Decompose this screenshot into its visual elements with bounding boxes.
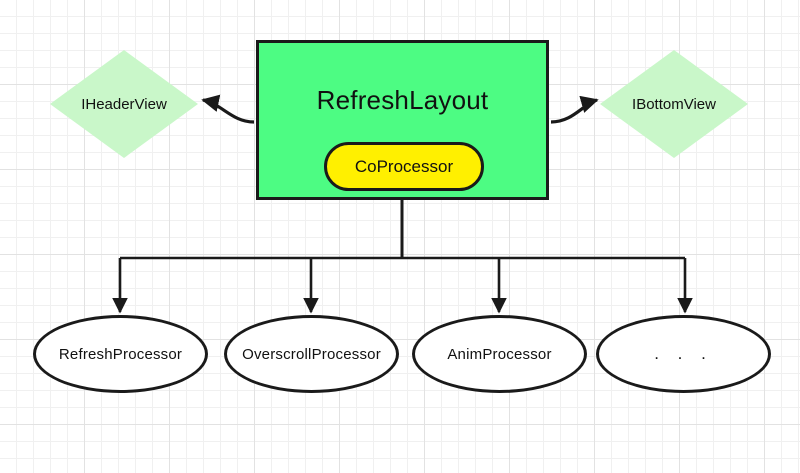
node-coprocessor[interactable]: CoProcessor (324, 142, 484, 191)
node-bottom-view-label: IBottomView (632, 95, 716, 113)
node-bottom-view[interactable]: IBottomView (600, 50, 748, 158)
edge-to-header-view (201, 94, 255, 124)
node-more-processors[interactable]: . . . (596, 315, 771, 393)
node-coprocessor-label: CoProcessor (354, 156, 454, 176)
node-refresh-processor-label: RefreshProcessor (58, 345, 183, 363)
node-refresh-processor[interactable]: RefreshProcessor (33, 315, 208, 393)
node-header-view-label: IHeaderView (81, 95, 167, 113)
node-more-processors-label: . . . (654, 344, 713, 363)
node-overscroll-processor-label: OverscrollProcessor (242, 345, 381, 363)
node-overscroll-processor[interactable]: OverscrollProcessor (224, 315, 399, 393)
node-anim-processor-label: AnimProcessor (447, 345, 552, 363)
node-anim-processor[interactable]: AnimProcessor (412, 315, 587, 393)
node-refresh-layout-label: RefreshLayout (316, 85, 489, 115)
edge-to-bottom-view (550, 95, 599, 124)
node-header-view[interactable]: IHeaderView (50, 50, 198, 158)
